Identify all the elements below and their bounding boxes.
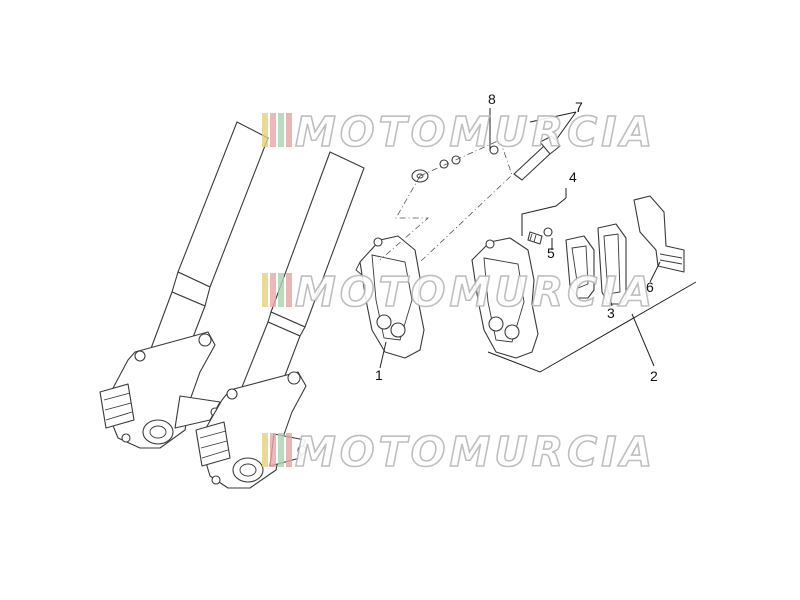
brake-pads [565,223,627,305]
brake-caliper-mounted [355,235,425,359]
watermark-text: MOTOMURCIA [295,108,656,156]
bleeder-screw [527,227,553,245]
right-fork-leg [195,151,365,489]
callout-8: 8 [488,91,496,107]
pad-spring-plate [633,195,685,273]
callout-3: 3 [607,305,615,321]
watermark-text: MOTOMURCIA [295,428,656,476]
watermark-text: MOTOMURCIA [295,268,656,316]
callout-1: 1 [375,367,383,383]
watermark-bottom: MOTOMURCIA [262,427,656,477]
caliper-bolt [513,135,561,181]
callout-7: 7 [575,99,583,115]
callout-4: 4 [569,169,577,185]
left-fork-leg [99,121,269,449]
callout-5: 5 [547,245,555,261]
callout-2: 2 [650,368,658,384]
callout-6: 6 [646,279,654,295]
brake-caliper-spare [471,237,539,359]
watermark-middle: MOTOMURCIA [262,267,656,317]
watermark-top: MOTOMURCIA [262,107,656,157]
